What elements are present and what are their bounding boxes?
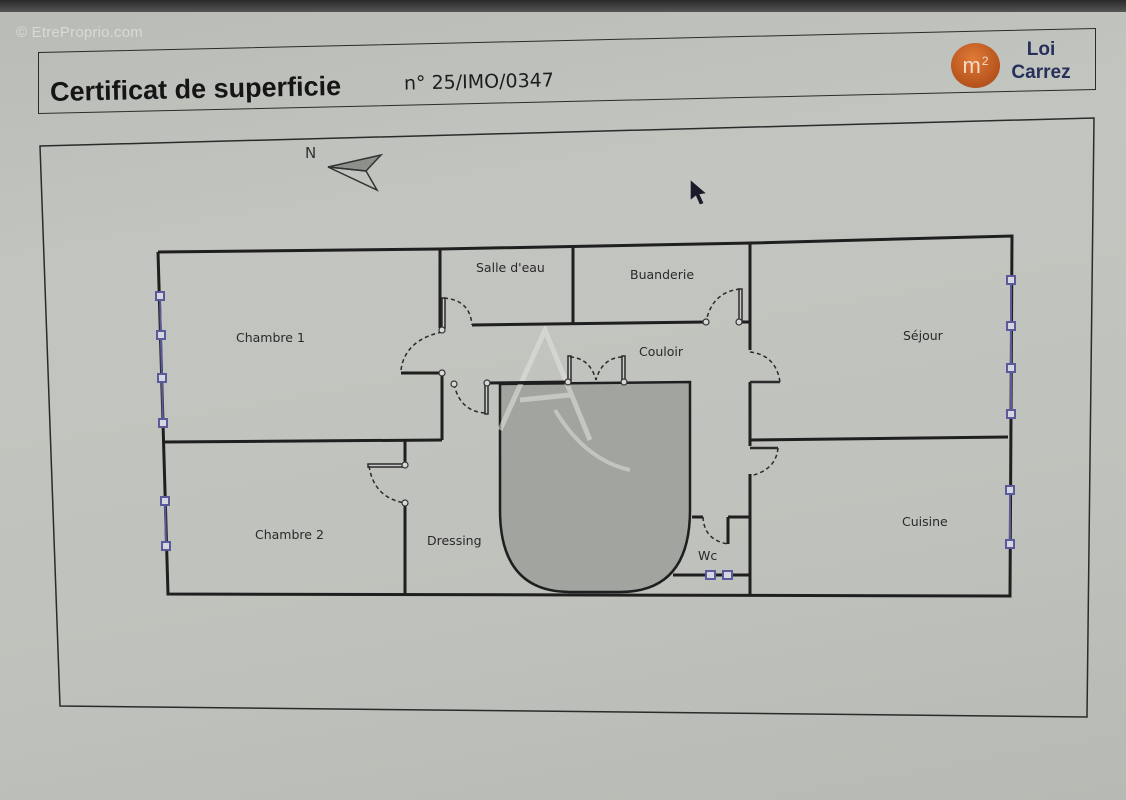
north-arrow-icon [327,153,384,192]
watermark: © EtreProprio.com [16,24,143,41]
room-label-salle-d-eau: Salle d'eau [476,260,545,275]
loi-label: Loi [1026,39,1056,60]
room-label-chambre-2: Chambre 2 [255,527,324,542]
mouse-pointer-icon [690,180,706,205]
room-label-cuisine: Cuisine [902,514,948,529]
badge-symbol: m [962,52,981,78]
room-label-dressing: Dressing [427,533,482,548]
compass-label: N [305,144,316,162]
room-label-sejour: Séjour [903,328,944,343]
screen-bezel [0,0,1126,12]
room-label-wc: Wc [698,548,717,563]
room-label-buanderie: Buanderie [630,267,694,282]
plan-frame [39,117,1095,718]
shaded-void-area [498,380,692,594]
carrez-label: Carrez [1011,62,1071,83]
room-label-couloir: Couloir [639,344,684,359]
loi-carrez-label: Loi Carrez [1006,38,1076,84]
windows [155,275,1016,580]
door-hinges [401,318,743,507]
badge-superscript: 2 [981,53,989,68]
watermark-logo [497,323,593,441]
room-label-chambre-1: Chambre 1 [236,330,305,345]
walls [156,234,1014,598]
